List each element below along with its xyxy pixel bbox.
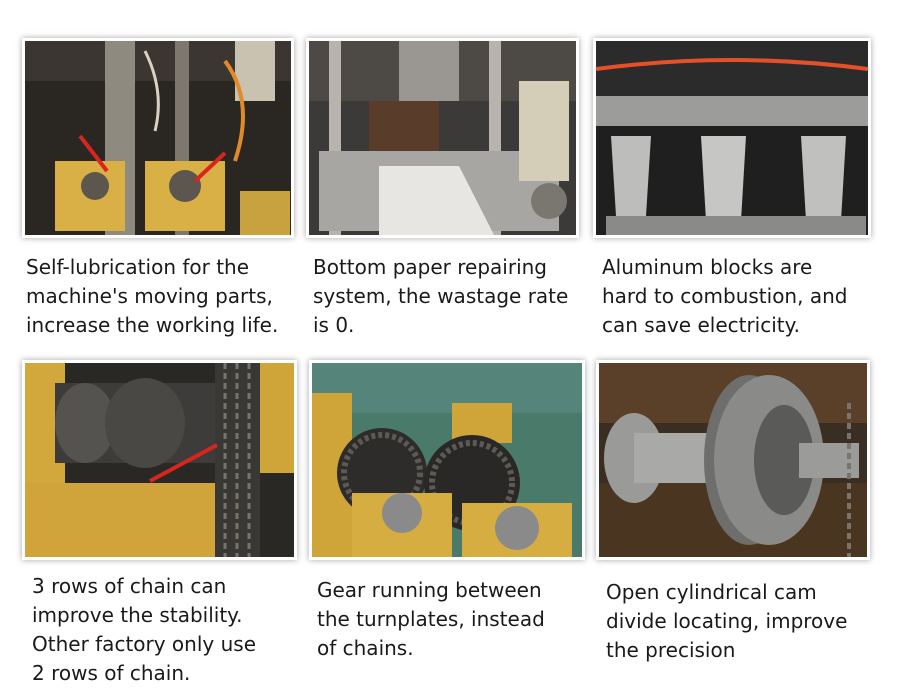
photo-aluminum-blocks xyxy=(593,38,871,238)
paper-repair-image xyxy=(309,41,576,235)
caption-cylindrical-cam: Open cylindrical cam divide locating, im… xyxy=(606,580,848,662)
caption-self-lubrication: Self-lubrication for the machine's movin… xyxy=(26,255,279,337)
caption-chain-rows: 3 rows of chain can improve the stabilit… xyxy=(32,574,256,685)
red-arrow xyxy=(193,151,227,183)
photo-gear xyxy=(309,360,585,560)
chain-rows-image xyxy=(25,363,294,557)
photo-self-lubrication xyxy=(22,38,294,238)
photo-cylindrical-cam xyxy=(596,360,870,560)
gear-image xyxy=(312,363,582,557)
aluminum-blocks-image xyxy=(596,41,868,235)
photo-bottom-paper-repairing xyxy=(306,38,579,238)
cylindrical-cam-image xyxy=(599,363,867,557)
machine-lubrication-image xyxy=(25,41,291,235)
red-arrow xyxy=(149,443,218,483)
caption-bottom-paper-repairing: Bottom paper repairing system, the wasta… xyxy=(313,255,569,337)
caption-gear: Gear running between the turnplates, ins… xyxy=(317,578,545,660)
photo-chain-rows xyxy=(22,360,297,560)
red-arrow xyxy=(78,134,109,173)
caption-aluminum-blocks: Aluminum blocks are hard to combustion, … xyxy=(602,255,848,337)
